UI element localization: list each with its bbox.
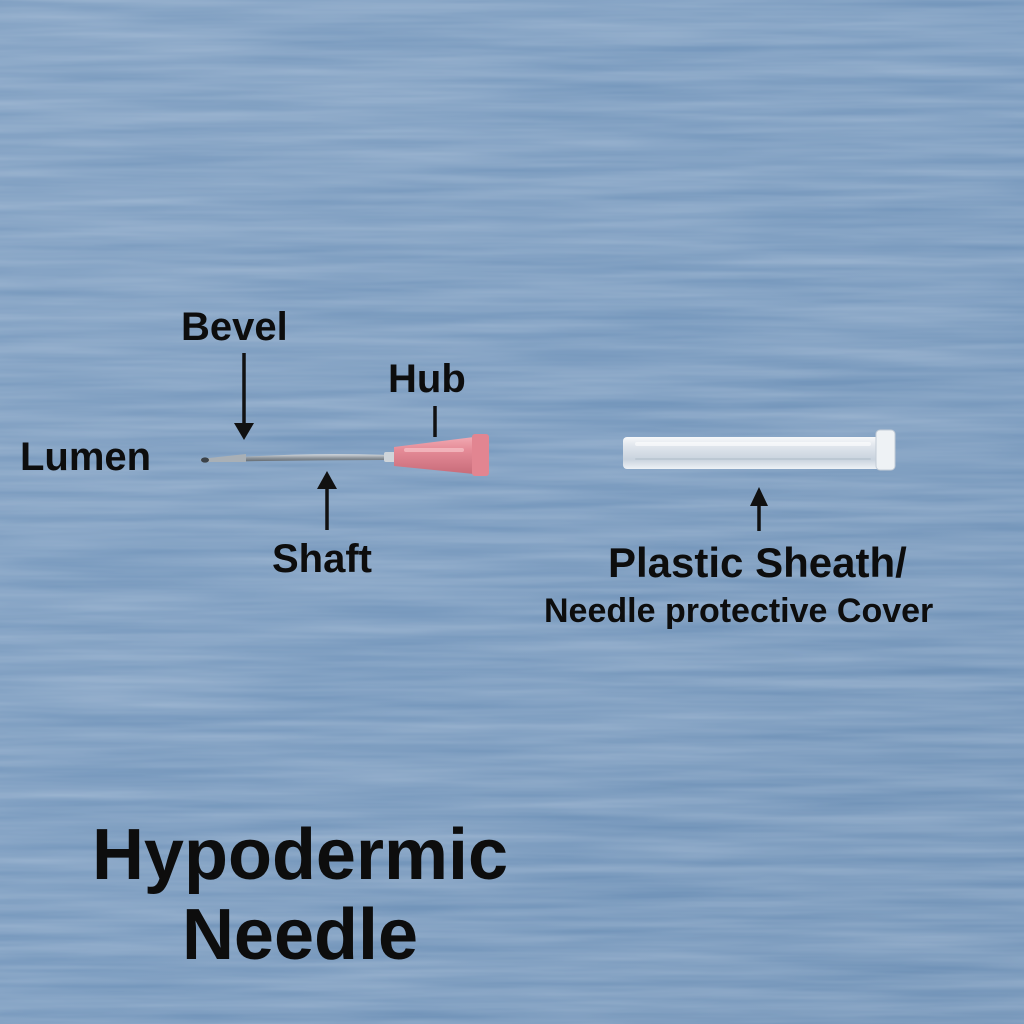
bevel-arrow: [234, 353, 254, 440]
sheath-arrow: [750, 487, 768, 531]
label-plastic-sheath: Plastic Sheath/: [608, 539, 907, 586]
sheath-body: [623, 437, 881, 469]
needle-lumen: [201, 457, 209, 463]
hub-collar: [384, 452, 396, 462]
sheath-drawing: [623, 429, 896, 471]
shaft-arrow: [317, 471, 337, 530]
label-lumen: Lumen: [20, 435, 152, 479]
needle-shaft: [212, 454, 388, 462]
label-hub: Hub: [388, 357, 466, 401]
hub-body: [394, 437, 474, 474]
sheath-rim: [875, 429, 896, 471]
needle-drawing: [200, 434, 489, 476]
title-line-2: Needle: [181, 895, 419, 975]
label-protective-cover: Needle protective Cover: [544, 592, 934, 630]
diagram-title: Hypodermic Needle: [50, 815, 550, 975]
label-bevel: Bevel: [181, 305, 288, 349]
label-shaft: Shaft: [272, 537, 372, 581]
hub-flange: [472, 434, 489, 476]
title-line-1: Hypodermic: [91, 815, 509, 895]
pointer-arrows: [234, 353, 768, 531]
needle-bevel-tip: [200, 454, 246, 462]
